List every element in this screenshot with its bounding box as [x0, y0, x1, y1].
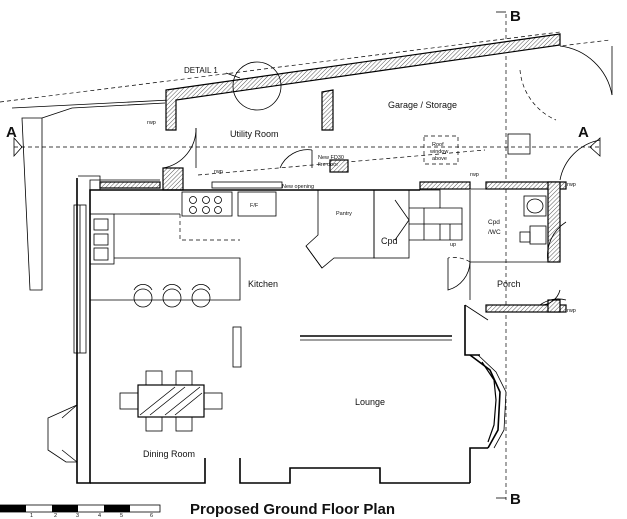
utility-door	[162, 127, 313, 169]
note-fd30-line2: fire door	[318, 162, 338, 168]
detail-callout-label: DETAIL 1	[184, 66, 218, 75]
note-rwp-5: rwp	[567, 308, 576, 314]
garage-doors	[519, 45, 613, 181]
note-roof-window-2: window	[429, 149, 448, 155]
dining-french-doors	[47, 404, 78, 463]
scale-label-1: 1	[30, 513, 33, 519]
room-label-kitchen: Kitchen	[248, 279, 278, 289]
scale-label-6: 6	[150, 513, 153, 519]
room-label-lounge: Lounge	[355, 397, 385, 407]
room-label-cpd-wc-2: /WC	[488, 229, 501, 236]
boundary-wall-left	[11, 99, 171, 291]
room-label-pantry: Pantry	[336, 211, 352, 217]
column	[232, 326, 242, 368]
room-label-cpd: Cpd	[381, 236, 398, 246]
boiler-box	[507, 133, 531, 155]
detail-callout-leader	[225, 72, 241, 79]
window-sill-utility	[99, 181, 161, 189]
house-outline	[76, 175, 488, 484]
note-rwp-1: rwp	[147, 120, 156, 126]
pantry-walls	[305, 190, 375, 269]
lounge-bay-window	[469, 354, 507, 449]
section-b-top-label: B	[510, 8, 521, 25]
room-label-utility: Utility Room	[230, 129, 279, 139]
porch-door	[539, 289, 561, 306]
room-label-garage: Garage / Storage	[388, 100, 457, 110]
bar-stools	[133, 284, 211, 308]
roofline-dash	[197, 149, 486, 176]
scale-label-4: 4	[98, 513, 101, 519]
section-b-bottom-label: B	[510, 491, 521, 508]
scale-label-3: 3	[76, 513, 79, 519]
note-new-opening: New opening	[282, 184, 314, 190]
section-a-right-label: A	[578, 124, 589, 141]
drawing-title: Proposed Ground Floor Plan	[190, 501, 395, 518]
note-rwp-2: rwp	[214, 169, 223, 175]
section-line-a	[13, 136, 601, 158]
stair-area	[373, 189, 463, 259]
utility-garage-walls	[162, 33, 567, 313]
note-fd30-line1: New FD30	[318, 155, 344, 161]
note-fridge-freezer: F/F	[250, 203, 259, 209]
scale-label-5: 5	[120, 513, 123, 519]
detail-callout-circle	[232, 61, 282, 111]
section-line-b	[496, 11, 507, 500]
note-roof-window-3: above	[432, 156, 447, 162]
internal-doors	[447, 258, 489, 321]
scale-bar	[0, 504, 161, 513]
kitchen-units	[89, 191, 277, 301]
note-roof-window-1: Roof	[432, 142, 444, 148]
dining-table	[119, 370, 223, 432]
scale-label-2: 2	[54, 513, 57, 519]
section-a-left-label: A	[6, 124, 17, 141]
roof-window	[423, 135, 459, 165]
room-label-cpd-wc-1: Cpd	[488, 219, 500, 226]
note-stair-up: up	[450, 242, 456, 248]
note-rwp-3: rwp	[470, 172, 479, 178]
roof-outline	[0, 31, 611, 103]
note-rwp-4: rwp	[567, 182, 576, 188]
room-label-porch: Porch	[497, 279, 521, 289]
window-sill-kitchen	[211, 181, 283, 189]
kitchen-window	[73, 204, 87, 354]
room-label-dining: Dining Room	[143, 449, 195, 459]
